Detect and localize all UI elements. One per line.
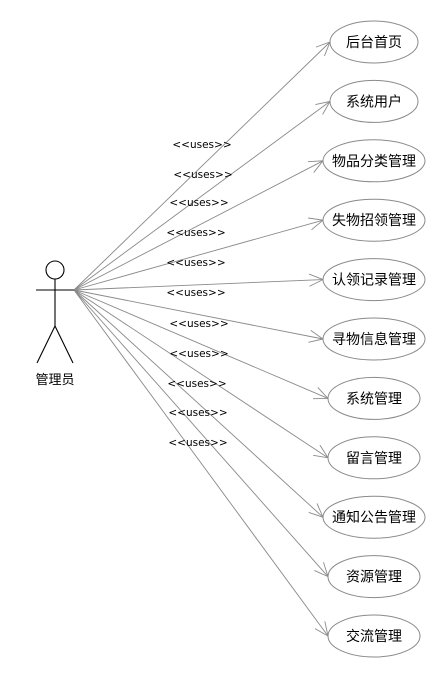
uses-label: <<uses>> (166, 287, 225, 299)
use-case-ellipse (322, 139, 426, 183)
uses-label: <<uses>> (169, 197, 228, 209)
uses-label: <<uses>> (166, 257, 225, 269)
use-case-ellipse (322, 317, 426, 361)
uses-labels: <<uses>> <<uses>> <<uses>> <<uses>> <<uses>>… (166, 139, 232, 449)
use-case-ellipse (327, 376, 421, 420)
use-case-label: 寻物信息管理 (332, 331, 416, 348)
use-case-label: 失物招领管理 (332, 213, 416, 229)
use-case-label: 系统管理 (346, 391, 402, 407)
uses-label: <<uses>> (169, 318, 228, 330)
uses-label: <<uses>> (172, 139, 231, 151)
use-case-label: 资源管理 (346, 570, 402, 586)
use-case-label: 留言管理 (346, 451, 402, 467)
use-case-ellipse (329, 20, 419, 64)
use-case-label: 通知公告管理 (332, 509, 416, 526)
use-cases: 后台首页系统用户物品分类管理失物招领管理认领记录管理寻物信息管理系统管理留言管理… (322, 20, 426, 658)
uses-label: <<uses>> (168, 437, 227, 449)
actor-left-leg (36, 325, 56, 364)
arrowhead (307, 160, 324, 173)
use-case-ellipse (322, 258, 426, 302)
use-case-label: 物品分类管理 (332, 154, 416, 170)
use-case-label: 后台首页 (346, 35, 402, 51)
actor: 管理员 (35, 260, 75, 388)
use-case-ellipse (327, 436, 421, 480)
uses-label: <<uses>> (168, 407, 227, 419)
use-case-ellipse (327, 614, 421, 658)
use-case-ellipse (327, 555, 421, 599)
uses-label: <<uses>> (167, 378, 226, 390)
association-line (73, 289, 329, 399)
use-case-ellipse (322, 495, 426, 539)
use-case-ellipse (322, 198, 426, 242)
actor-label: 管理员 (35, 373, 74, 388)
association-lines (73, 41, 331, 637)
use-case-label: 系统用户 (346, 93, 402, 110)
actor-right-leg (54, 325, 74, 364)
association-line (73, 289, 324, 518)
actor-head (45, 260, 65, 280)
association-line (73, 279, 324, 291)
use-case-ellipse (329, 79, 419, 123)
association-line (73, 289, 324, 340)
association-line (73, 160, 324, 291)
uses-label: <<uses>> (169, 348, 228, 360)
use-case-label: 交流管理 (346, 628, 402, 645)
use-case-label: 认领记录管理 (332, 273, 416, 289)
association-line (73, 41, 331, 291)
association-line (73, 289, 329, 459)
association-line (73, 289, 329, 577)
uses-label: <<uses>> (166, 227, 225, 239)
association-line (73, 219, 324, 291)
uses-label: <<uses>> (173, 169, 232, 181)
association-line (73, 101, 331, 291)
association-line (73, 289, 329, 637)
